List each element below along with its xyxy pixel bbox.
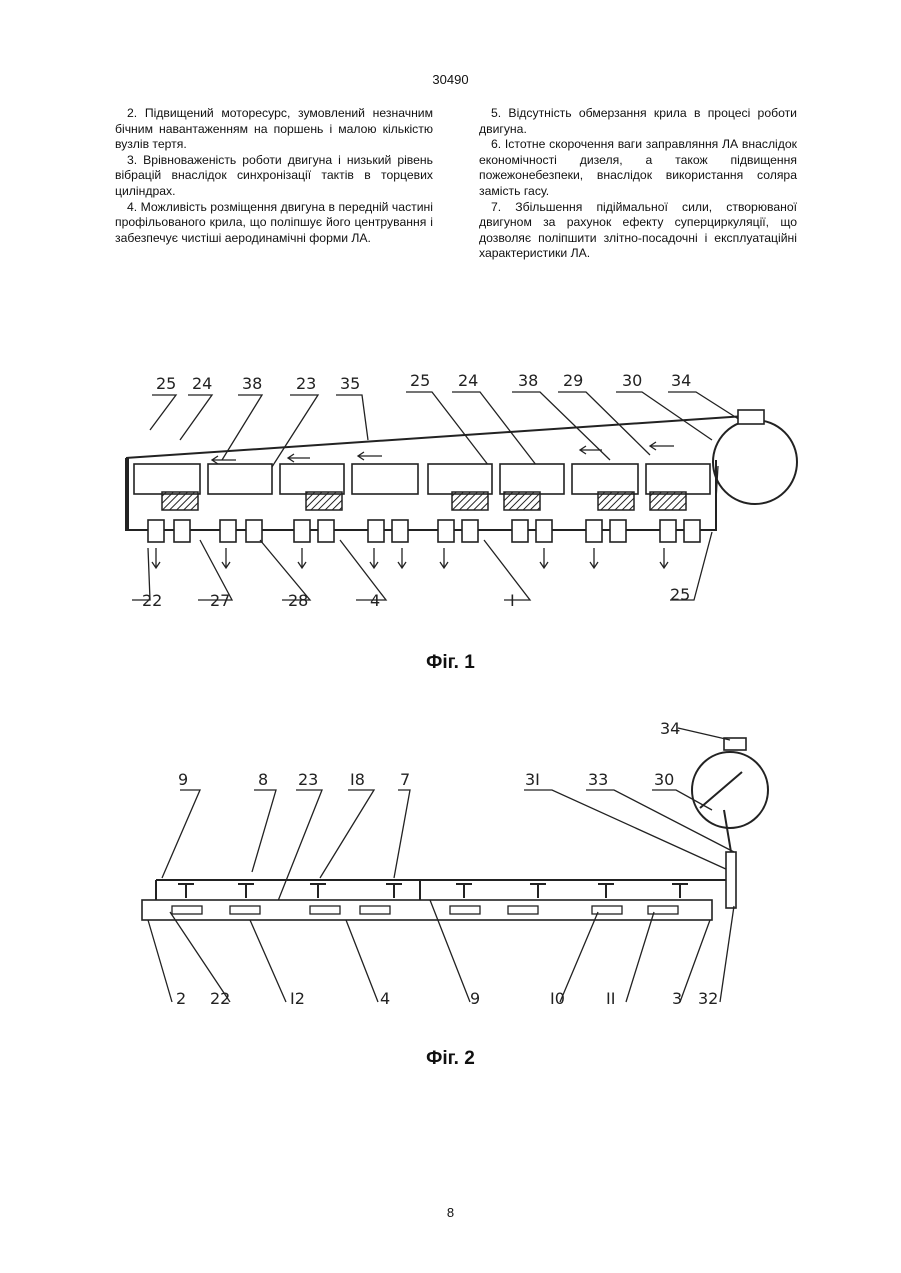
fig2-label-I2: I2 — [290, 989, 305, 1008]
fig2-label-II: II — [606, 989, 615, 1008]
fig2-label-34: 34 — [660, 719, 680, 738]
fig2-label-I8: I8 — [350, 770, 365, 789]
fig2-label-9b: 9 — [470, 989, 480, 1008]
fig2-label-7: 7 — [400, 770, 410, 789]
fig2-label-8: 8 — [258, 770, 268, 789]
fig2-label-32: 32 — [698, 989, 718, 1008]
fig2-label-3I: 3I — [525, 770, 540, 789]
page-number: 8 — [0, 1205, 901, 1220]
fig2-label-9a: 9 — [178, 770, 188, 789]
fig2-clamps — [178, 884, 688, 898]
fig2-label-33: 33 — [588, 770, 608, 789]
fig2-label-4: 4 — [380, 989, 390, 1008]
fig2-label-2: 2 — [176, 989, 186, 1008]
fig2-label-3: 3 — [672, 989, 682, 1008]
fig2-label-23: 23 — [298, 770, 318, 789]
fig2-label-30: 30 — [654, 770, 674, 789]
figure-2-caption: Фіг. 2 — [0, 1048, 901, 1070]
fig2-label-I0: I0 — [550, 989, 565, 1008]
fig2-label-22: 22 — [210, 989, 230, 1008]
